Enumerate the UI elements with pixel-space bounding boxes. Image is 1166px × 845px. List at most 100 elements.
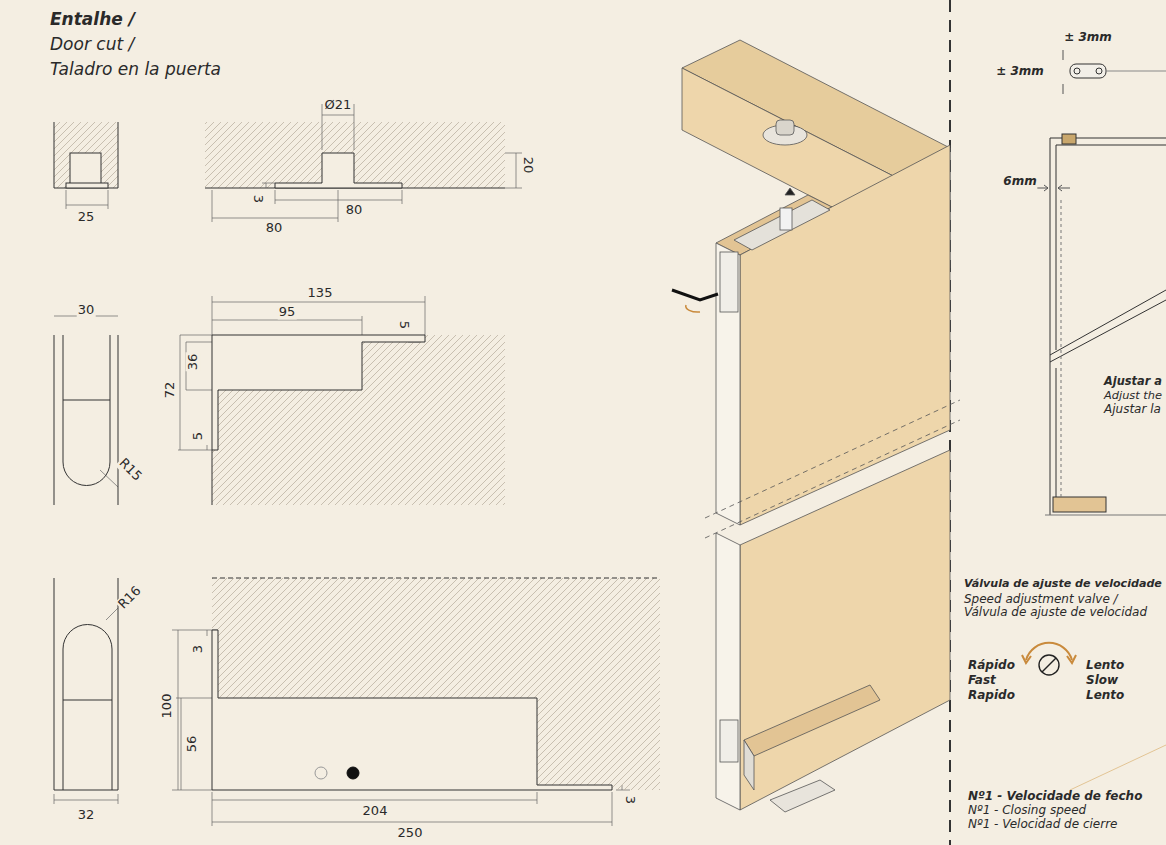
door-illustration-part xyxy=(740,450,950,810)
adjustment-views-part xyxy=(1050,138,1166,515)
adjustment-views-part xyxy=(1053,497,1106,512)
speed-valve-symbol xyxy=(1022,643,1166,790)
dimension: 3 xyxy=(191,644,206,654)
adjustment-views-part xyxy=(1045,515,1166,516)
speed-label: Slow xyxy=(1086,674,1118,688)
dimension-lines-part xyxy=(212,785,630,826)
door-cut-middle-part xyxy=(63,400,110,401)
dimension: 100 xyxy=(160,693,175,720)
dimension-lines-part xyxy=(66,190,108,209)
door-illustration-part xyxy=(744,685,880,756)
note: Ajustar la xyxy=(1104,403,1161,417)
door-illustration-part xyxy=(720,720,738,762)
dimension-lines-part xyxy=(275,190,402,204)
door-cut-bottom-part xyxy=(212,578,660,579)
dimension: 5 xyxy=(191,431,206,441)
dimension: 72 xyxy=(163,381,178,400)
door-illustration-part xyxy=(744,740,754,790)
speed-valve-symbol-part xyxy=(1026,643,1072,660)
door-illustration-part xyxy=(716,533,740,810)
door-illustration-part xyxy=(770,780,835,812)
tolerance: ± 3mm xyxy=(1063,31,1113,45)
door-illustration-part xyxy=(776,120,794,135)
note: Adjust the xyxy=(1104,389,1162,402)
adjustment-views-part xyxy=(1061,200,1062,500)
door-cut-bottom xyxy=(54,578,660,790)
adjustment-views-part xyxy=(1096,68,1102,74)
door-cut-bottom-part xyxy=(347,767,359,779)
door-illustration-part xyxy=(686,305,700,312)
heading: Válvula de ajuste de velocidad xyxy=(964,606,1147,620)
door-illustration-part xyxy=(720,252,738,312)
speed-valve-symbol-part xyxy=(1042,658,1056,672)
dimension-lines-part xyxy=(262,183,275,188)
dimension: 80 xyxy=(265,221,284,236)
dimension: 204 xyxy=(362,804,389,819)
adjustment-views-part xyxy=(1063,40,1110,94)
dimension: 20 xyxy=(521,156,536,175)
dimension-lines-part xyxy=(212,190,338,222)
door-cut-top-part xyxy=(66,183,108,188)
dimension: Ø21 xyxy=(324,98,353,113)
adjustment-views-part xyxy=(1070,64,1106,78)
tolerance: ± 3mm xyxy=(995,65,1045,79)
dimension-lines-part xyxy=(106,608,118,620)
door-illustration-part xyxy=(785,188,795,195)
speed-valve-symbol-part xyxy=(1039,655,1059,675)
door-cut-middle-part xyxy=(212,335,505,505)
door-illustration-part xyxy=(734,200,830,250)
speed-valve-symbol-part xyxy=(1070,745,1166,790)
dimension-lines-part xyxy=(172,630,218,790)
door-cut-middle-part xyxy=(63,335,110,486)
door-cut-top-part xyxy=(205,122,505,188)
note: Ajustar a xyxy=(1104,375,1162,388)
dimension: 6mm xyxy=(1002,175,1037,189)
speed-label: Rápido xyxy=(968,659,1015,673)
note: Nº1 - Velocidade de fecho xyxy=(968,790,1142,804)
speed-label: Fast xyxy=(968,674,996,688)
dimension: 95 xyxy=(278,305,297,320)
title-line: Door cut / xyxy=(50,35,134,55)
door-illustration-part xyxy=(705,400,960,538)
dimension: 3 xyxy=(251,194,266,204)
door-cut-bottom-part xyxy=(212,578,660,790)
door-illustration xyxy=(672,40,960,812)
speed-valve-symbol-part xyxy=(1022,655,1076,663)
dimension: 80 xyxy=(345,203,364,218)
door-cut-top-part xyxy=(54,122,118,188)
speed-label: Lento xyxy=(1086,689,1124,703)
dimension: 25 xyxy=(77,210,96,225)
adjustment-views-part xyxy=(1106,71,1166,72)
door-cut-middle-part xyxy=(212,450,213,505)
door-cut-middle-part xyxy=(212,335,425,450)
dimension: 36 xyxy=(186,353,201,372)
dimension: 32 xyxy=(77,808,96,823)
speed-label: Rapido xyxy=(968,689,1015,703)
note: Nº1 - Closing speed xyxy=(968,804,1086,818)
adjustment-views xyxy=(1037,40,1166,515)
dimension: 250 xyxy=(397,826,424,841)
door-cut-bottom-part xyxy=(212,630,612,790)
dimension: 5 xyxy=(397,320,412,330)
door-illustration-part xyxy=(780,208,792,230)
dimension-lines-part xyxy=(505,153,522,188)
door-cut-middle xyxy=(54,335,505,505)
door-cut-bottom-part xyxy=(54,578,118,790)
dimension-lines-part xyxy=(54,794,118,804)
door-cut-top-part xyxy=(54,122,118,188)
door-cut-bottom-part xyxy=(63,625,112,790)
dimension: 56 xyxy=(185,735,200,754)
radius-label: R16 xyxy=(115,583,145,613)
door-cut-top-part xyxy=(275,153,402,188)
door-cut-top xyxy=(54,122,505,188)
adjustment-views-part xyxy=(1062,134,1076,144)
door-illustration-part xyxy=(716,243,740,525)
door-cut-bottom-part xyxy=(63,700,112,701)
heading: Speed adjustment valve / xyxy=(964,593,1118,607)
door-illustration-part xyxy=(672,290,718,300)
dimension-lines-part xyxy=(207,445,208,450)
dimension: 30 xyxy=(77,303,96,318)
note: Nº1 - Velocidad de cierre xyxy=(968,818,1118,832)
